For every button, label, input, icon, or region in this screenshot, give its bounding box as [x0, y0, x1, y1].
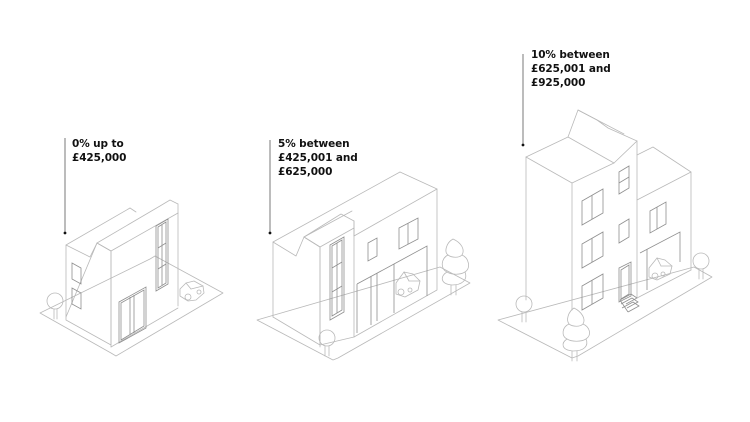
tree-icon [562, 307, 590, 362]
ground-plate [256, 266, 471, 361]
tier-3-line-2: £625,001 and [531, 63, 611, 75]
tier-2-line-1: 5% between [278, 138, 350, 150]
tree-icon [515, 295, 533, 323]
tier-3-line-3: £925,000 [531, 77, 586, 89]
car-icon [179, 280, 205, 302]
tree-icon [318, 329, 336, 357]
tall-townhouse-with-garage-icon [497, 54, 713, 362]
tree-icon [692, 252, 710, 280]
tier-2-line-3: £625,000 [278, 166, 333, 178]
tier-1-line-1: 0% up to [72, 138, 124, 150]
tier-3-pointer-dot [521, 143, 525, 147]
car-icon [648, 257, 673, 281]
tier-2-line-2: £425,001 and [278, 152, 358, 164]
ground-plate [39, 255, 224, 357]
tree-icon [441, 238, 469, 296]
tier-1-line-2: £425,000 [72, 152, 127, 164]
tier-1-label: 0% up to £425,000 [72, 137, 126, 165]
medium-house-with-garage-icon [256, 140, 471, 361]
car-icon [395, 271, 421, 298]
tier-1-pointer-dot [63, 231, 67, 235]
ground-plate [497, 266, 713, 359]
tier-2-pointer-dot [268, 231, 272, 235]
tree-icon [46, 292, 64, 320]
tier-2-label: 5% between £425,001 and £625,000 [278, 137, 358, 179]
small-detached-house-icon [39, 138, 224, 357]
steps-icon [619, 293, 640, 313]
tier-3-line-1: 10% between [531, 49, 610, 61]
tier-3-label: 10% between £625,001 and £925,000 [531, 48, 611, 90]
